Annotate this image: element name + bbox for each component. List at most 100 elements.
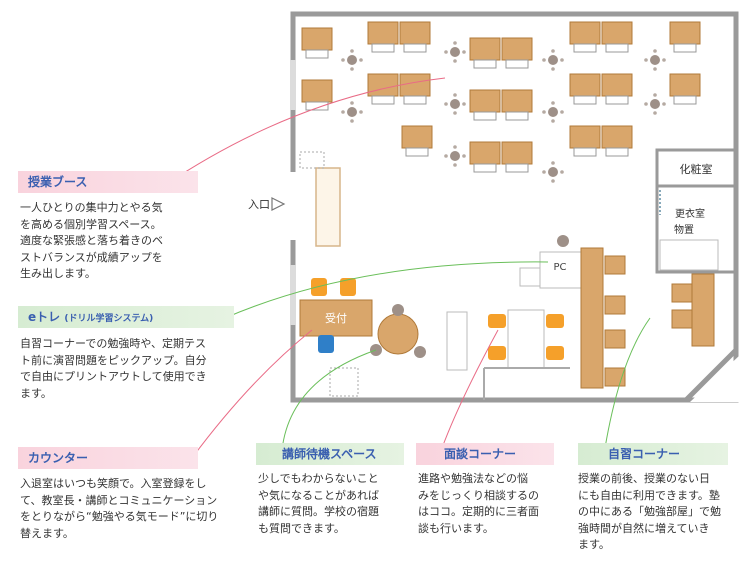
counter-title: カウンター xyxy=(18,447,198,469)
booth-chair xyxy=(573,43,597,53)
booth-chair xyxy=(403,43,427,53)
self-study-seat xyxy=(671,309,693,329)
etore-title: eトレ (ドリル学習システム) xyxy=(18,306,234,328)
stool xyxy=(548,167,558,177)
stool-leg xyxy=(542,58,546,62)
booth-chair xyxy=(605,147,629,157)
stool-leg xyxy=(453,111,457,115)
leader-line-selfstudy xyxy=(604,317,651,449)
stool xyxy=(650,99,660,109)
stool-leg xyxy=(453,59,457,63)
booth-chair xyxy=(573,95,597,105)
stool xyxy=(650,55,660,65)
self-study-seat xyxy=(604,329,626,349)
booth-chair xyxy=(573,147,597,157)
powder-room-label: 化粧室 xyxy=(680,162,713,176)
interview-table xyxy=(507,309,545,369)
stool-leg xyxy=(551,67,555,71)
stool-leg xyxy=(542,110,546,114)
leader-line-etore xyxy=(224,261,549,319)
stool xyxy=(450,47,460,57)
stool-leg xyxy=(662,58,666,62)
self-study-seats xyxy=(604,255,693,387)
booth-desk xyxy=(469,141,501,165)
booth-chair xyxy=(605,95,629,105)
locker-room xyxy=(655,184,737,274)
stool-leg xyxy=(644,58,648,62)
booth-desk xyxy=(401,125,433,149)
booth-desk xyxy=(501,89,533,113)
booth-chair xyxy=(473,163,497,173)
orange-chair xyxy=(311,278,327,296)
stool-leg xyxy=(560,110,564,114)
stool-leg xyxy=(453,93,457,97)
locker-room-label-1: 更衣室 xyxy=(675,207,705,220)
stool-leg xyxy=(653,111,657,115)
booth-chair xyxy=(371,95,395,105)
booth-desk xyxy=(501,37,533,61)
booth-chair xyxy=(305,101,329,111)
cabinet xyxy=(446,311,468,371)
leader-line-teacher xyxy=(281,349,377,451)
booth-title: 授業ブース xyxy=(18,171,198,193)
booth-chair xyxy=(473,59,497,69)
teacher-table xyxy=(377,313,419,355)
booth-chair xyxy=(405,147,429,157)
stool-leg xyxy=(359,110,363,114)
leader-line-booth xyxy=(164,77,446,186)
booth-desk xyxy=(301,79,333,103)
stool-leg xyxy=(462,50,466,54)
stool-leg xyxy=(350,67,354,71)
booth-chair xyxy=(673,43,697,53)
booth-chair xyxy=(673,95,697,105)
booth-desk xyxy=(367,73,399,97)
orange-chair xyxy=(488,346,506,360)
stool-leg xyxy=(453,163,457,167)
stool xyxy=(450,99,460,109)
stool-leg xyxy=(653,67,657,71)
stool-leg xyxy=(359,58,363,62)
teacher-title: 講師待機スペース xyxy=(256,443,404,465)
entrance-shelf xyxy=(315,167,341,247)
booth-desk xyxy=(501,141,533,165)
self-study-desk xyxy=(691,273,715,347)
stool-leg xyxy=(551,49,555,53)
booth-desk xyxy=(569,21,601,45)
stool-leg xyxy=(653,49,657,53)
booth-chair xyxy=(505,111,529,121)
teacher-description: 少しでもわからないこと や気になることがあれば 講師に質問。学校の宿題 も質問で… xyxy=(258,472,379,535)
booth-desk xyxy=(399,21,431,45)
booth-chair xyxy=(473,111,497,121)
booth-chair xyxy=(371,43,395,53)
booth-desk xyxy=(469,37,501,61)
booth-chair xyxy=(505,163,529,173)
booth-description: 一人ひとりの集中力とやる気 を高める個別学習スペース。 適度な緊張感と落ち着きの… xyxy=(20,201,163,280)
stool-leg xyxy=(662,102,666,106)
stool xyxy=(347,55,357,65)
booth-chair xyxy=(505,59,529,69)
orange-chair xyxy=(546,314,564,328)
booth-desk xyxy=(569,125,601,149)
stool-leg xyxy=(341,110,345,114)
stool-leg xyxy=(462,102,466,106)
self-study-seat xyxy=(604,255,626,275)
stool-leg xyxy=(453,41,457,45)
stool-leg xyxy=(551,119,555,123)
orange-chair xyxy=(546,346,564,360)
stool-leg xyxy=(462,154,466,158)
stool-leg xyxy=(551,179,555,183)
leader-line-counter xyxy=(191,329,313,459)
leader-line-interview xyxy=(441,329,499,449)
stool-leg xyxy=(560,58,564,62)
booth-desk xyxy=(469,89,501,113)
stool-leg xyxy=(644,102,648,106)
self-study-seat xyxy=(604,295,626,315)
booth-chair xyxy=(305,49,329,59)
orange-chair xyxy=(488,314,506,328)
stool-leg xyxy=(444,50,448,54)
booth-desk xyxy=(301,27,333,51)
stool xyxy=(450,151,460,161)
booth-chair xyxy=(403,95,427,105)
stool-leg xyxy=(551,161,555,165)
